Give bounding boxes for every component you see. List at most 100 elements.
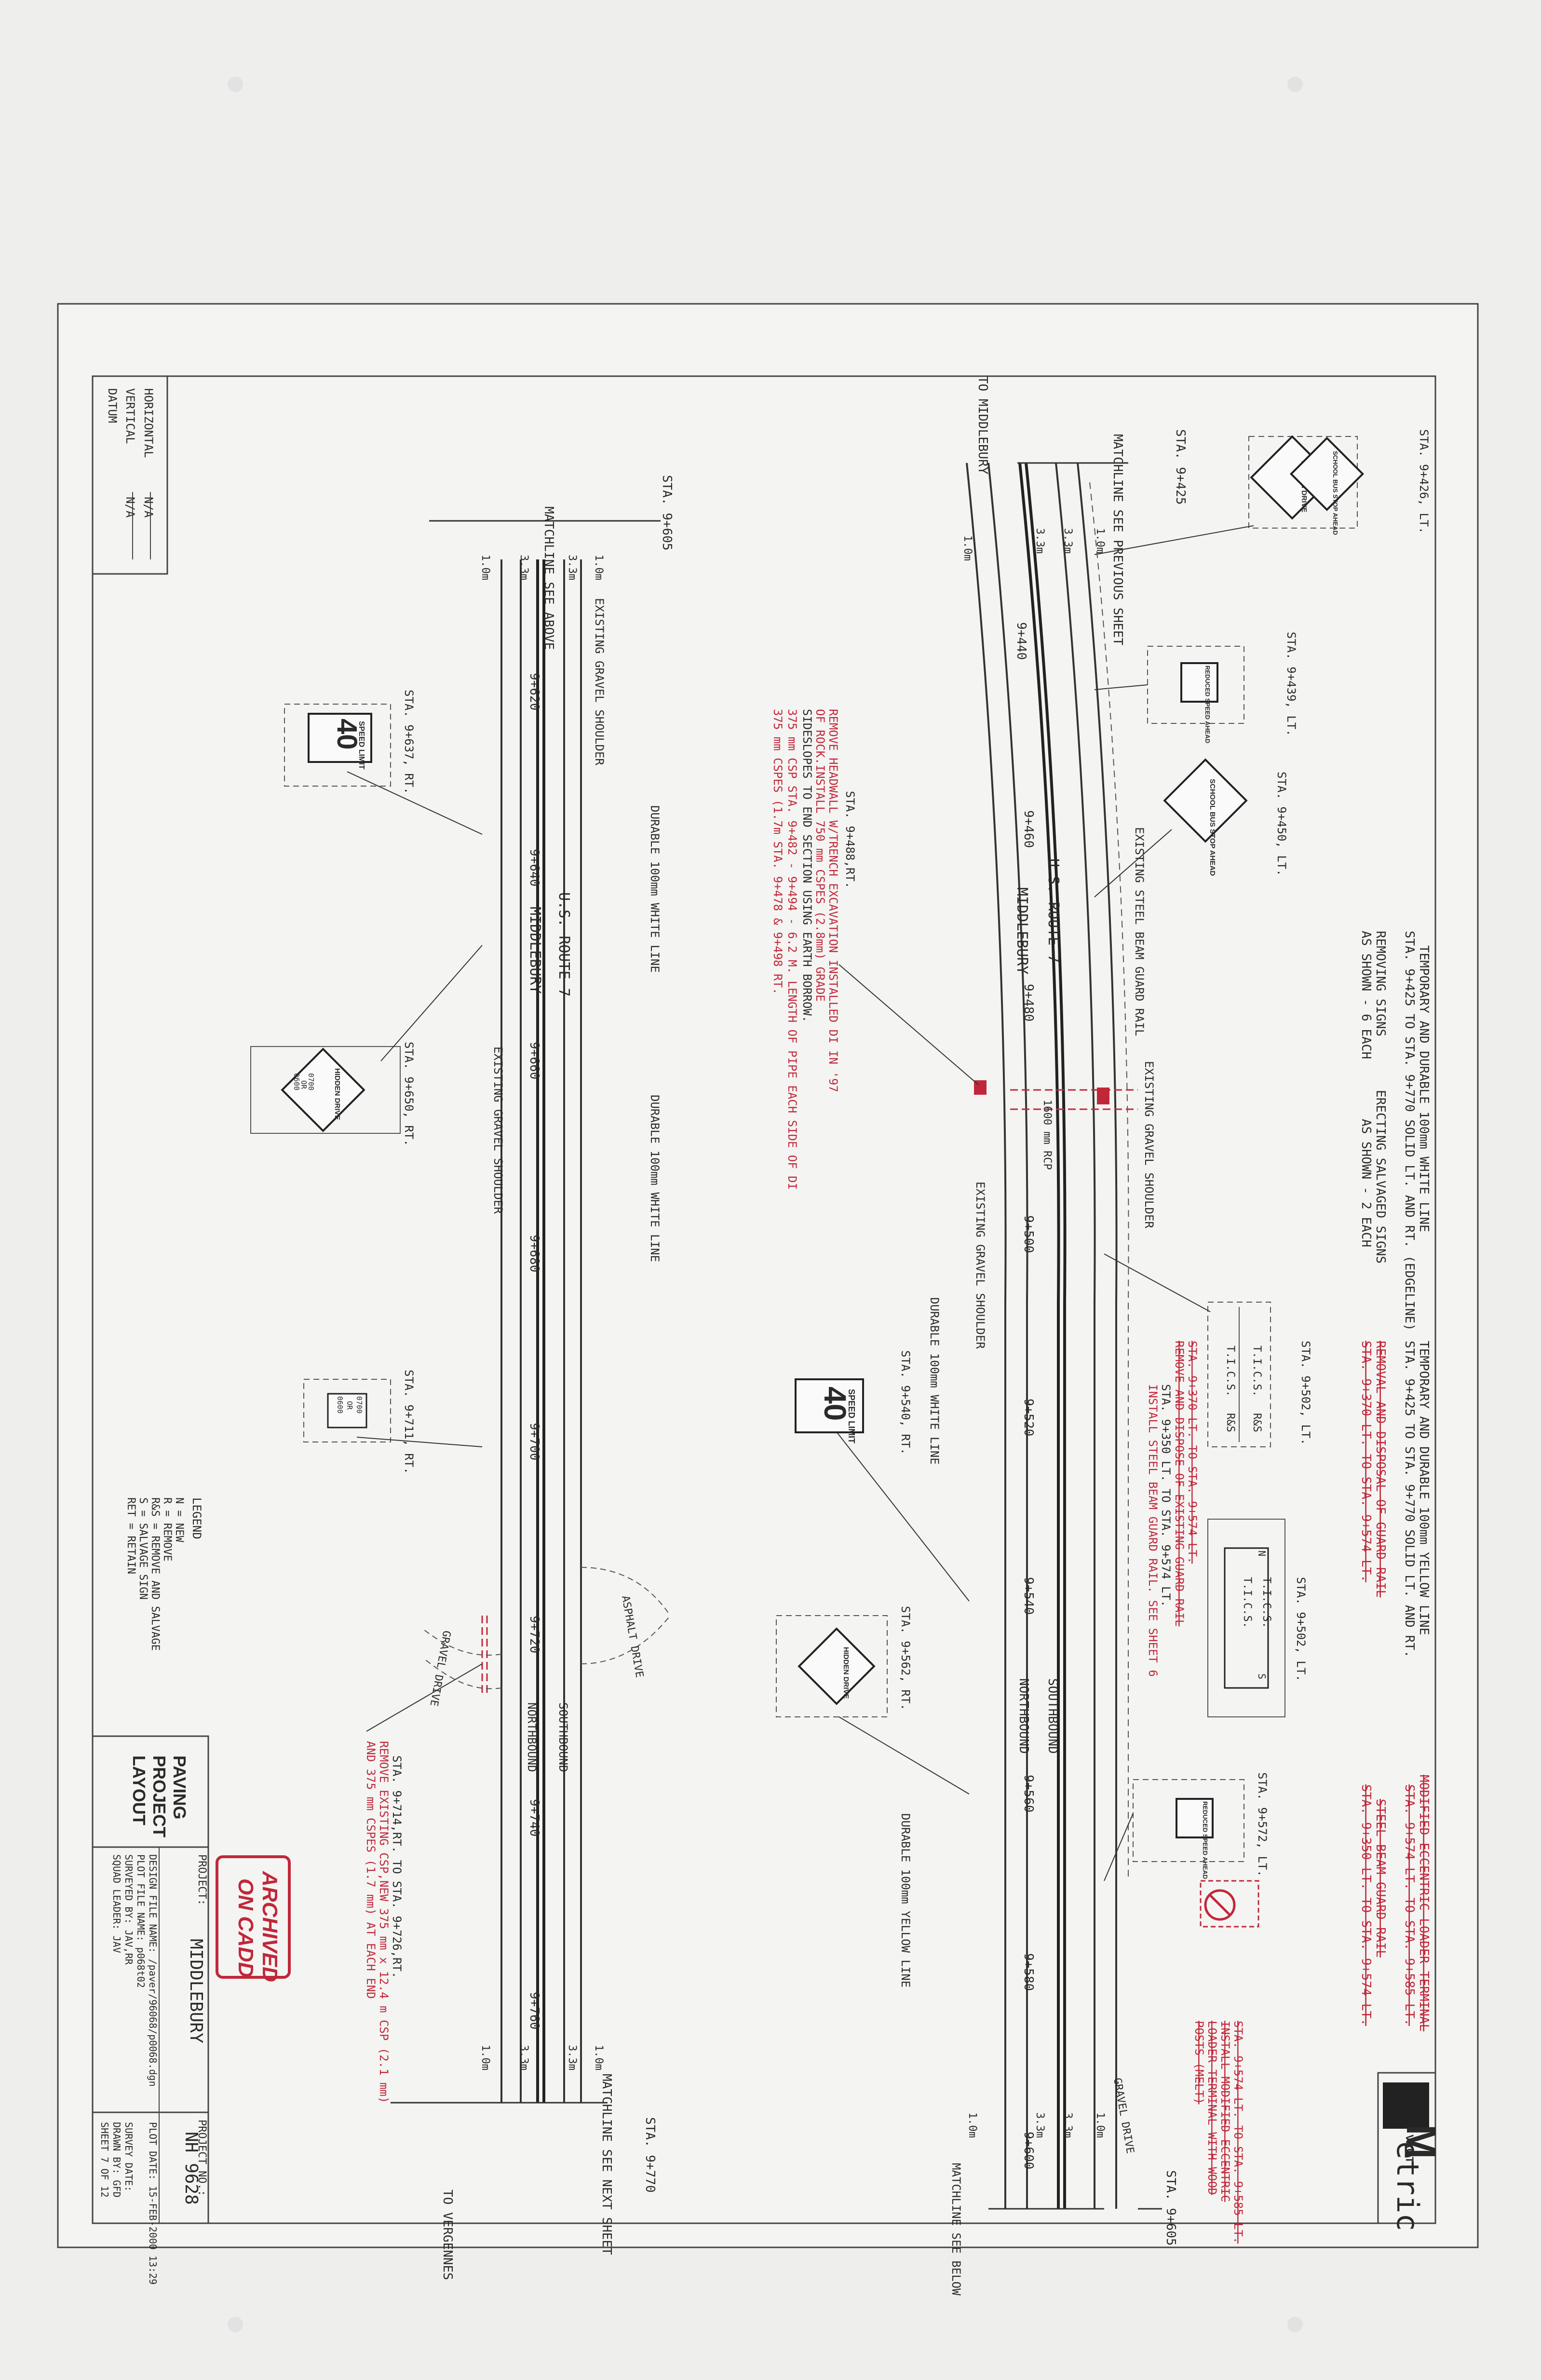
station-9-460: 9+460	[1021, 810, 1036, 848]
svg-text:EXISTING GRAVEL SHOULDER: EXISTING GRAVEL SHOULDER	[1142, 1061, 1156, 1228]
sign-school-bus-1: SCHOOL BUS STOP AHEAD	[1289, 436, 1365, 535]
svg-text:STA. 9+502, LT.: STA. 9+502, LT.	[1294, 1577, 1308, 1682]
svg-text:LOADER TERMINAL WITH WOOD: LOADER TERMINAL WITH WOOD	[1205, 2021, 1219, 2195]
legend: LEGEND N = NEW R = REMOVE R&S = REMOVE A…	[125, 1497, 203, 1651]
svg-text:VAOT: VAOT	[1404, 2135, 1416, 2163]
svg-text:SURVEY DATE:: SURVEY DATE:	[123, 2122, 135, 2192]
svg-text:HIDDEN DRIVE: HIDDEN DRIVE	[842, 1647, 850, 1699]
svg-text:R&S: R&S	[1224, 1413, 1236, 1432]
svg-text:NORTHBOUND: NORTHBOUND	[1016, 1678, 1031, 1754]
svg-text:PROJECT: PROJECT	[149, 1755, 169, 1837]
punch-hole	[1287, 2317, 1303, 2332]
svg-text:INSTALL STEEL BEAM GUARD RAIL.: INSTALL STEEL BEAM GUARD RAIL. SEE SHEET…	[1146, 1384, 1160, 1677]
outer-border	[57, 303, 1479, 2248]
svg-text:OR: OR	[299, 1080, 308, 1089]
svg-text:STA. 9+370 LT. TO STA. 9+574 L: STA. 9+370 LT. TO STA. 9+574 LT.	[1359, 1341, 1373, 1582]
svg-text:T.I.C.S.: T.I.C.S.	[1251, 1346, 1263, 1397]
svg-text:HIDDEN DRIVE: HIDDEN DRIVE	[333, 1068, 341, 1120]
station-9-580: 9+580	[1021, 1953, 1036, 1991]
svg-text:STA. 9+540, RT.: STA. 9+540, RT.	[899, 1350, 912, 1455]
svg-text:INSTALL MODIFIED ECCENTRIC: INSTALL MODIFIED ECCENTRIC	[1218, 2021, 1232, 2202]
svg-text:STA. 9+502, LT.: STA. 9+502, LT.	[1299, 1341, 1312, 1445]
svg-text:STA. 9+714,RT. TO STA. 9+726,R: STA. 9+714,RT. TO STA. 9+726,RT.	[390, 1755, 404, 1978]
punch-hole	[228, 2317, 243, 2332]
svg-text:etric: etric	[1390, 2141, 1425, 2231]
svg-text:STA. 9+605: STA. 9+605	[1163, 2170, 1178, 2246]
svg-text:STA. 9+425 TO STA. 9+770 SOLID: STA. 9+425 TO STA. 9+770 SOLID LT. AND R…	[1402, 1341, 1417, 1658]
svg-text:STA. 9+426, LT.: STA. 9+426, LT.	[1417, 429, 1431, 534]
lower-road	[391, 520, 671, 2104]
svg-text:M: M	[1398, 2124, 1444, 2159]
station-9-600: 9+600	[1021, 2132, 1036, 2169]
upper-callouts: STA. 9+426, LT. STA. 9+439, LT. STA. 9+4…	[776, 429, 1431, 2244]
sign-speed-limit-lower: SPEED LIMIT 40	[308, 713, 372, 770]
svg-text:LEGEND: LEGEND	[190, 1497, 203, 1539]
svg-text:MATCHLINE SEE ABOVE: MATCHLINE SEE ABOVE	[541, 506, 556, 650]
svg-text:375 mm CSP STA. 9+482 - 9+494: 375 mm CSP STA. 9+482 - 9+494 - 6.2 M. L…	[785, 709, 799, 1190]
svg-text:3.3m: 3.3m	[518, 555, 530, 580]
svg-text:STA. 9+425 TO STA. 9+770 SOLID: STA. 9+425 TO STA. 9+770 SOLID LT. AND R…	[1402, 931, 1417, 1331]
svg-text:STA. 9+350 LT. TO STA. 9+574 L: STA. 9+350 LT. TO STA. 9+574 LT.	[1159, 1384, 1173, 1607]
svg-text:REMOVING SIGNS: REMOVING SIGNS	[1373, 931, 1388, 1036]
svg-text:MIDDLEBURY: MIDDLEBURY	[527, 907, 543, 994]
station-9-640: 9+640	[527, 849, 541, 886]
svg-text:STA. 9+439, LT.: STA. 9+439, LT.	[1284, 632, 1298, 736]
svg-text:3.3m: 3.3m	[1034, 2112, 1046, 2138]
svg-text:T.I.C.S.: T.I.C.S.	[1260, 1577, 1272, 1628]
svg-text:T.I.C.S.: T.I.C.S.	[1241, 1577, 1253, 1628]
svg-text:N/A: N/A	[123, 497, 137, 518]
svg-text:TO MIDDLEBURY: TO MIDDLEBURY	[975, 376, 990, 475]
svg-text:STA. 9+574 LT. TO STA. 9+585 L: STA. 9+574 LT. TO STA. 9+585 LT.	[1402, 1784, 1417, 2026]
svg-text:STA. 9+488,RT.: STA. 9+488,RT.	[843, 791, 857, 888]
svg-text:LAYOUT: LAYOUT	[129, 1755, 149, 1825]
station-9-500: 9+500	[1021, 1215, 1036, 1253]
headwall-note: STA. 9+488,RT. REMOVE HEADWALL W/TRENCH …	[771, 709, 979, 1190]
sign-hidden-drive-3: HIDDEN DRIVE 0700 OR 0600	[281, 1047, 365, 1132]
svg-text:ERECTING SALVAGED SIGNS: ERECTING SALVAGED SIGNS	[1373, 1090, 1388, 1264]
svg-text:TO VERGENNES: TO VERGENNES	[440, 2190, 455, 2280]
svg-text:DATUM: DATUM	[106, 388, 119, 423]
station-9-480: 9+480	[1021, 984, 1036, 1021]
svg-text:RET = RETAIN: RET = RETAIN	[125, 1497, 137, 1574]
station-9-760: 9+760	[527, 1992, 541, 2029]
svg-text:MATCHLINE SEE PREVIOUS SHEET: MATCHLINE SEE PREVIOUS SHEET	[1110, 434, 1125, 646]
sign-reduced-speed-1: REDUCED SPEED AHEAD	[1180, 662, 1218, 743]
metric-logo: M VAOT etric	[1377, 2072, 1444, 2231]
svg-text:STA. 9+711, RT.: STA. 9+711, RT.	[402, 1370, 416, 1474]
svg-text:AS SHOWN - 2 EACH: AS SHOWN - 2 EACH	[1359, 1119, 1373, 1247]
svg-text:3.3m: 3.3m	[566, 2045, 578, 2070]
svg-text:SOUTHBOUND: SOUTHBOUND	[1045, 1678, 1060, 1754]
svg-text:MIDDLEBURY: MIDDLEBURY	[1014, 887, 1030, 975]
svg-text:1.0m: 1.0m	[479, 555, 491, 580]
svg-text:OR: OR	[345, 1401, 354, 1410]
svg-text:U.S. ROUTE 7: U.S. ROUTE 7	[555, 892, 572, 997]
lower-labels: STA. 9+605 MATCHLINE SEE ABOVE MATCHLINE…	[427, 475, 674, 2280]
sign-time-plaque: 0700 OR 0600	[327, 1393, 367, 1428]
svg-text:40: 40	[818, 1387, 852, 1421]
svg-text:STA. 9+650, RT.: STA. 9+650, RT.	[402, 1042, 416, 1146]
svg-text:SHEET 7 OF 12: SHEET 7 OF 12	[99, 2122, 110, 2198]
svg-text:3.3m: 3.3m	[518, 2045, 530, 2070]
station-9-720: 9+720	[527, 1616, 541, 1653]
title-block: PAVING PROJECT LAYOUT PROJECT: MIDDLEBUR…	[92, 1735, 209, 2285]
svg-text:STA. 9+572, LT.: STA. 9+572, LT.	[1256, 1772, 1269, 1877]
svg-text:R = REMOVE: R = REMOVE	[161, 1497, 173, 1561]
svg-text:PAVING: PAVING	[170, 1755, 189, 1820]
svg-text:DURABLE 100mm WHITE LINE: DURABLE 100mm WHITE LINE	[648, 805, 662, 973]
svg-text:DESIGN FILE NAME: /paver/96068: DESIGN FILE NAME: /paver/96068/p0068.dgn	[147, 1854, 159, 2087]
svg-text:EXISTING STEEL BEAM GUARD RAIL: EXISTING STEEL BEAM GUARD RAIL	[1133, 827, 1146, 1036]
svg-text:1.0m: 1.0m	[961, 535, 973, 561]
svg-text:ARCHIVED: ARCHIVED	[258, 1871, 282, 1982]
svg-text:ON CADD: ON CADD	[234, 1878, 257, 1977]
sign-school-bus-2: SCHOOL BUS STOP AHEAD	[1163, 758, 1248, 876]
station-9-560: 9+560	[1021, 1775, 1036, 1812]
svg-text:STA. 9+425: STA. 9+425	[1173, 429, 1188, 505]
svg-text:STA. 9+370 LT. TO STA. 9+574 L: STA. 9+370 LT. TO STA. 9+574 LT.	[1186, 1341, 1199, 1564]
svg-text:SQUAD LEADER: JAV: SQUAD LEADER: JAV	[111, 1854, 122, 1953]
svg-text:STA. 9+562, RT.: STA. 9+562, RT.	[899, 1606, 912, 1711]
punch-hole	[1287, 77, 1303, 92]
sign-hidden-drive-2: HIDDEN DRIVE	[798, 1627, 876, 1705]
svg-text:AS SHOWN - 6 EACH: AS SHOWN - 6 EACH	[1359, 931, 1373, 1059]
svg-text:1.0m: 1.0m	[479, 2045, 491, 2070]
